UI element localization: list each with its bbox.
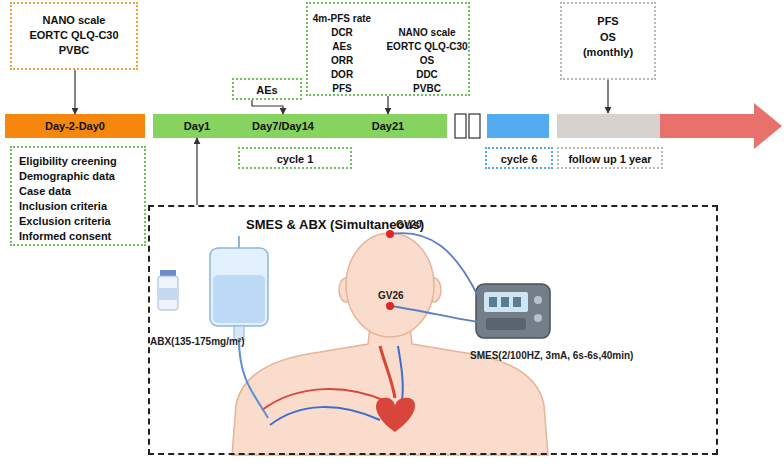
gap-mark xyxy=(455,114,466,138)
patient-figure xyxy=(232,233,548,455)
node-text: Demographic data xyxy=(19,169,143,183)
node-text: PFS xyxy=(308,82,376,95)
leader-arrow xyxy=(607,80,608,113)
node-text: follow up 1 year xyxy=(559,152,661,166)
cycle-box: cycle 6 xyxy=(485,147,553,169)
node-text: OS xyxy=(386,54,468,67)
callout-label: ABX(135-175mg/m²) xyxy=(150,336,290,348)
outcome-box: 4m-PFS rateDCRAEsORRDORPFS NANO scaleEORT… xyxy=(306,2,470,96)
node-text: EORTC QLQ-C30 xyxy=(386,40,468,53)
node-text: PVBC xyxy=(12,43,136,57)
screening-box: Eligibility creeningDemographic dataCase… xyxy=(10,146,146,246)
node-text: Inclusion criteria xyxy=(19,199,143,213)
node-text: NANO scale xyxy=(12,13,136,27)
node-text: Day7/Day14 xyxy=(248,119,318,133)
measure-box: NANO scaleEORTC QLQ-C30PVBC xyxy=(10,2,138,70)
phase-bar: Day-2-Day0 xyxy=(5,114,145,138)
electrode-wire xyxy=(390,306,478,322)
node-text: SMES & ABX (Simultaneous) xyxy=(210,217,460,233)
followup-measure-box: PFS OS(monthly) xyxy=(560,2,656,80)
followup-bar xyxy=(557,114,660,138)
callout-label: GV20 xyxy=(396,219,436,231)
callout-label: SMES(2/100HZ, 3mA, 6s-6s,40min) xyxy=(470,350,720,362)
gap-mark xyxy=(469,114,480,138)
node-text: DCR xyxy=(308,26,376,39)
node-text: Exclusion criteria xyxy=(19,214,143,228)
node-text: DDC xyxy=(386,68,468,81)
time-arrow xyxy=(660,103,782,149)
node-text: OS xyxy=(562,30,654,44)
connector-arrow xyxy=(252,100,283,114)
cycle-bar xyxy=(487,114,549,138)
node-text: EORTC QLQ-C30 xyxy=(12,28,136,42)
node-text: 4m-PFS rate xyxy=(308,12,376,25)
node-text: Day21 xyxy=(368,119,408,133)
connector-arrow xyxy=(196,138,197,205)
node-text: cycle 1 xyxy=(240,152,350,166)
connector-arrow xyxy=(387,96,388,114)
node-text: Day1 xyxy=(177,119,217,133)
connector-arrow xyxy=(74,70,75,114)
node-text: NANO scale xyxy=(386,26,468,39)
stimulator-device xyxy=(476,284,550,338)
node-text: DOR xyxy=(308,68,376,81)
callout-label: GV26 xyxy=(378,290,418,302)
node-text: cycle 6 xyxy=(487,152,551,166)
node-text: PVBC xyxy=(386,82,468,95)
followup-box: follow up 1 year xyxy=(557,147,663,169)
node-text: Case data xyxy=(19,184,143,198)
node-text: Day-2-Day0 xyxy=(5,119,145,133)
node-text: ORR xyxy=(308,54,376,67)
ae-box: AEs xyxy=(232,78,302,100)
node-text: AEs xyxy=(308,40,376,53)
acupoint-dot xyxy=(386,302,394,310)
node-text: Informed consent xyxy=(19,229,143,243)
phase-bar: Day1 Day7/Day14 Day21 xyxy=(153,114,447,138)
node-text: Eligibility creening xyxy=(19,154,143,168)
electrode-wire xyxy=(390,233,478,296)
node-text: (monthly) xyxy=(562,45,654,59)
intervention-box: SMES & ABX (Simultaneous) xyxy=(148,205,718,455)
cycle-box: cycle 1 xyxy=(238,147,352,169)
node-text: AEs xyxy=(234,83,300,97)
node-text: PFS xyxy=(562,14,654,28)
drug-vial xyxy=(158,270,178,310)
iv-bag xyxy=(210,236,268,418)
